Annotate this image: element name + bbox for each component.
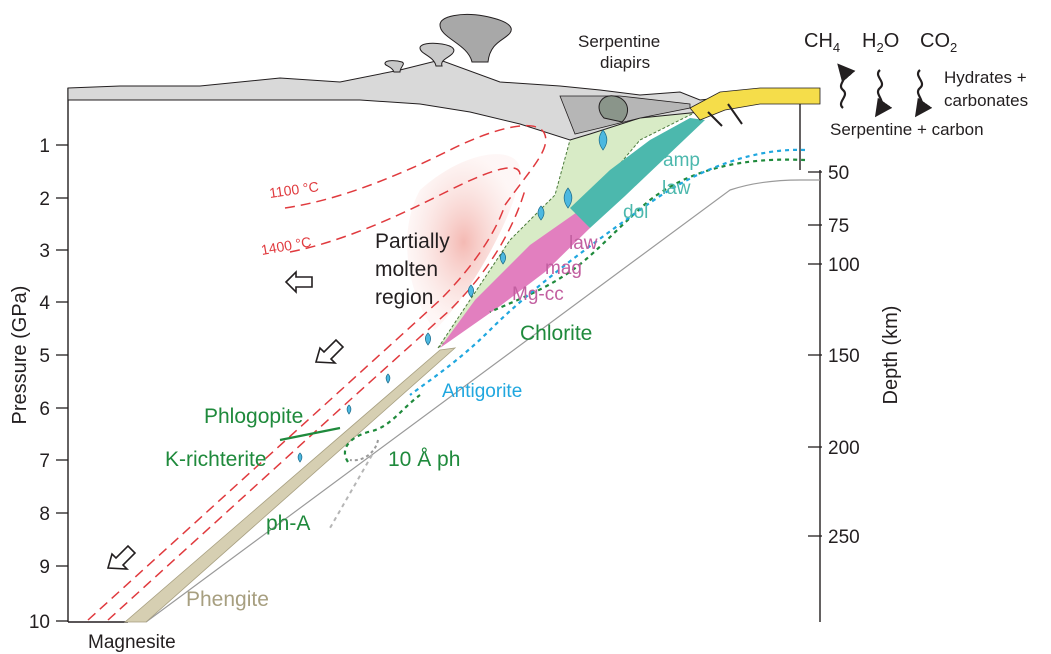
- amp-label: amp: [663, 150, 700, 171]
- left-axis-ticks: [56, 144, 68, 622]
- phengite-label: Phengite: [186, 588, 269, 611]
- hydrates-label-1: Hydrates +: [944, 68, 1027, 87]
- isotherm-1100-upper: [284, 124, 547, 209]
- molten-label-3: region: [375, 286, 433, 309]
- law-magenta-label: law: [569, 233, 598, 254]
- droplet: [385, 373, 391, 384]
- slab-lower-boundary: [145, 179, 820, 623]
- hydrates-label-2: carbonates: [944, 91, 1028, 110]
- y-tick-7: 7: [39, 451, 50, 472]
- molten-label-1: Partially: [375, 230, 450, 253]
- plume-large: [439, 13, 512, 63]
- mgcc-label: Mg-cc: [512, 284, 564, 305]
- gas-arrows: [837, 63, 933, 118]
- y-tick-2: 2: [39, 189, 50, 210]
- fluid-droplets: [297, 129, 608, 463]
- y-tick-3: 3: [39, 241, 50, 262]
- droplet: [500, 251, 506, 265]
- phlogopite-line: [279, 426, 341, 442]
- droplet: [537, 205, 545, 221]
- phengite-crust-band: [123, 347, 457, 623]
- y-axis-title: Pressure (GPa): [9, 286, 31, 425]
- diapir-head: [598, 95, 629, 123]
- ph-a-boundary: [329, 454, 373, 529]
- depth-tick-200: 200: [828, 438, 860, 459]
- co2-arrow: [914, 69, 933, 118]
- k-richterite-label: K-richterite: [165, 448, 267, 471]
- y-tick-1: 1: [39, 136, 50, 157]
- antigorite-label: Antigorite: [442, 381, 522, 402]
- isotherm-1100-label: 1100 °C: [268, 178, 319, 201]
- mantle-flow-arrows: [106, 270, 345, 570]
- right-axis-tick-labels: 50 75 100 150 200 250: [828, 163, 860, 548]
- fault-1: [707, 111, 723, 127]
- co2-label: CO2: [920, 30, 957, 55]
- flow-arrow-1: [284, 270, 313, 294]
- y-tick-10: 10: [29, 612, 50, 633]
- depth-tick-100: 100: [828, 255, 860, 276]
- droplet: [563, 187, 573, 209]
- serpentine-carbon-label: Serpentine + carbon: [830, 120, 984, 139]
- sediment-layer: [689, 87, 821, 121]
- h2o-arrow: [874, 69, 893, 118]
- ten-a-ph-label: 10 Å ph: [388, 448, 460, 471]
- chlorite-label: Chlorite: [520, 322, 592, 345]
- depth-tick-250: 250: [828, 527, 860, 548]
- y-tick-4: 4: [39, 293, 50, 314]
- depth-tick-50: 50: [828, 163, 849, 184]
- droplet: [425, 332, 431, 346]
- ph-a-label: ph-A: [266, 512, 310, 535]
- droplet: [468, 284, 474, 298]
- isotherm-outer: [87, 204, 506, 621]
- depth-tick-150: 150: [828, 346, 860, 367]
- ten-a-ph-boundary: [349, 439, 379, 462]
- antigorite-boundary: [409, 148, 806, 396]
- phase-labels: Chlorite Antigorite Phlogopite K-richter…: [88, 322, 592, 653]
- mag-label: mag: [545, 258, 582, 279]
- isotherm-inner: [107, 189, 526, 621]
- molten-region-label: Partially molten region: [375, 230, 450, 309]
- right-axis-ticks: [808, 171, 822, 537]
- y-tick-8: 8: [39, 504, 50, 525]
- ch4-label: CH4: [804, 30, 840, 55]
- dol-label: dol: [623, 202, 648, 223]
- isotherm-1400-label: 1400 °C: [260, 233, 313, 258]
- left-axis-tick-labels: 1 2 3 4 5 6 7 8 9 10: [29, 136, 51, 633]
- amphibole-zone-teal: [570, 118, 705, 228]
- volcanic-plumes: [384, 13, 629, 123]
- isotherm-1400-upper: [289, 167, 521, 253]
- y-tick-6: 6: [39, 399, 50, 420]
- partially-molten-region: [407, 154, 521, 330]
- y-tick-5: 5: [39, 346, 50, 367]
- plume-medium: [419, 42, 455, 67]
- molten-label-2: molten: [375, 258, 438, 281]
- droplet: [346, 404, 352, 415]
- serpentine-diapirs-label-2: diapirs: [600, 53, 650, 72]
- plume-small: [384, 60, 404, 73]
- serpentine-diapirs-label-1: Serpentine: [578, 32, 660, 51]
- magnesite-label: Magnesite: [88, 632, 176, 653]
- depth-tick-75: 75: [828, 216, 849, 237]
- flow-arrow-2: [314, 338, 345, 364]
- droplet: [598, 129, 608, 151]
- law-teal-label: law: [662, 178, 691, 199]
- flow-arrow-3: [106, 544, 137, 570]
- depth-axis-title: Depth (km): [880, 306, 902, 405]
- h2o-label: H2O: [862, 30, 899, 55]
- wedge-mineral-labels: amp law dol law mag Mg-cc: [512, 150, 700, 305]
- droplet: [297, 452, 303, 463]
- carbonate-zone-magenta: [440, 210, 590, 348]
- fault-2: [727, 103, 743, 125]
- phlogopite-label: Phlogopite: [204, 405, 303, 428]
- y-tick-9: 9: [39, 557, 50, 578]
- surface-labels: Serpentine diapirs CH4 H2O CO2 Hydrates …: [578, 30, 1028, 139]
- ch4-arrow: [837, 63, 856, 109]
- isotherms: [87, 124, 547, 621]
- chlorite-boundary: [343, 158, 806, 463]
